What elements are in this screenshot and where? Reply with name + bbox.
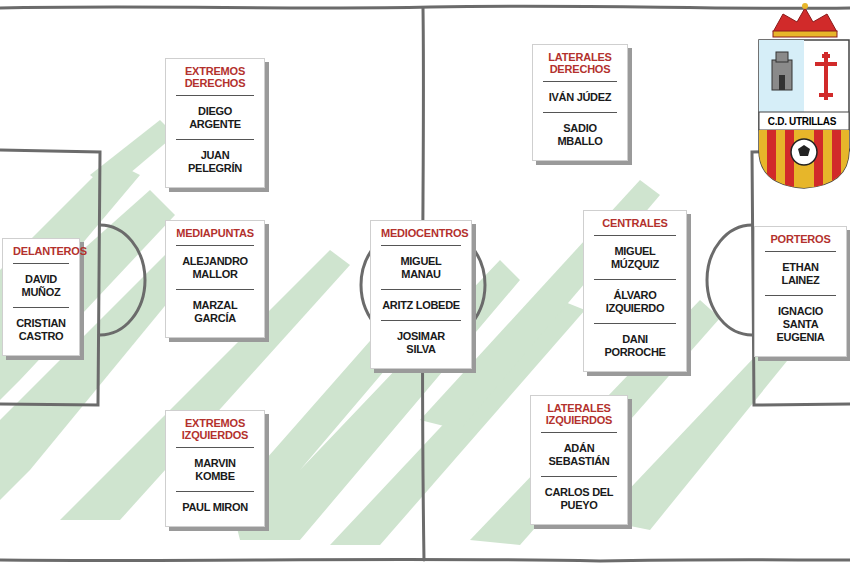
player-name: MIGUEL MANAU — [381, 246, 461, 289]
player-name: CARLOS DEL PUEYO — [541, 476, 617, 520]
position-heading: EXTREMOS IZQUIERDOS — [176, 417, 254, 448]
position-card: LATERALES IZQUIERDOSADÁN SEBASTIÁNCARLOS… — [530, 395, 628, 525]
position-card: LATERALES DERECHOSIVÁN JÚDEZSADIO MBALLO — [532, 44, 628, 161]
position-card: PORTEROSETHAN LAINEZIGNACIO SANTA EUGENI… — [754, 226, 847, 357]
position-heading: EXTREMOS DERECHOS — [176, 65, 254, 96]
player-name: JOSIMAR SILVA — [381, 320, 461, 364]
player-name: DIEGO ARGENTE — [176, 96, 254, 139]
player-name: ETHAN LAINEZ — [765, 252, 836, 295]
position-card: EXTREMOS DERECHOSDIEGO ARGENTEJUAN PELEG… — [165, 58, 265, 188]
position-card: EXTREMOS IZQUIERDOSMARVIN KOMBEPAUL MIRO… — [165, 410, 265, 527]
club-name: C.D. UTRILLAS — [758, 116, 846, 128]
player-name: ÁLVARO IZQUIERDO — [594, 279, 676, 323]
position-heading: MEDIAPUNTAS — [176, 227, 254, 246]
player-name: MARZAL GARCÍA — [176, 289, 254, 333]
position-card: CENTRALESMIGUEL MÚZQUIZÁLVARO IZQUIERDOD… — [583, 210, 687, 372]
player-name: IVÁN JÚDEZ — [543, 82, 617, 112]
club-crest — [759, 3, 849, 190]
position-heading: PORTEROS — [765, 233, 836, 252]
player-name: SADIO MBALLO — [543, 112, 617, 156]
brush-strokes — [0, 120, 800, 545]
position-card: MEDIOCENTROSMIGUEL MANAUARITZ LOBEDEJOSI… — [370, 220, 472, 369]
player-name: DANI PORROCHE — [594, 323, 676, 367]
player-name: ADÁN SEBASTIÁN — [541, 433, 617, 476]
position-heading: LATERALES IZQUIERDOS — [541, 402, 617, 433]
player-name: IGNACIO SANTA EUGENIA — [765, 295, 836, 352]
player-name: ARITZ LOBEDE — [381, 289, 461, 320]
player-name: CRISTIAN CASTRO — [13, 307, 69, 351]
player-name: JUAN PELEGRÍN — [176, 139, 254, 183]
player-name: DAVID MUÑOZ — [13, 264, 69, 307]
player-name: MARVIN KOMBE — [176, 448, 254, 491]
player-name: MIGUEL MÚZQUIZ — [594, 236, 676, 279]
player-name: ALEJANDRO MALLOR — [176, 246, 254, 289]
position-heading: LATERALES DERECHOS — [543, 51, 617, 82]
player-name: PAUL MIRON — [176, 491, 254, 522]
position-heading: DELANTEROS — [13, 245, 69, 264]
position-heading: MEDIOCENTROS — [381, 227, 461, 246]
pitch-lines — [0, 6, 850, 561]
position-card: DELANTEROSDAVID MUÑOZCRISTIAN CASTRO — [2, 238, 80, 356]
position-card: MEDIAPUNTASALEJANDRO MALLORMARZAL GARCÍA — [165, 220, 265, 338]
position-heading: CENTRALES — [594, 217, 676, 236]
